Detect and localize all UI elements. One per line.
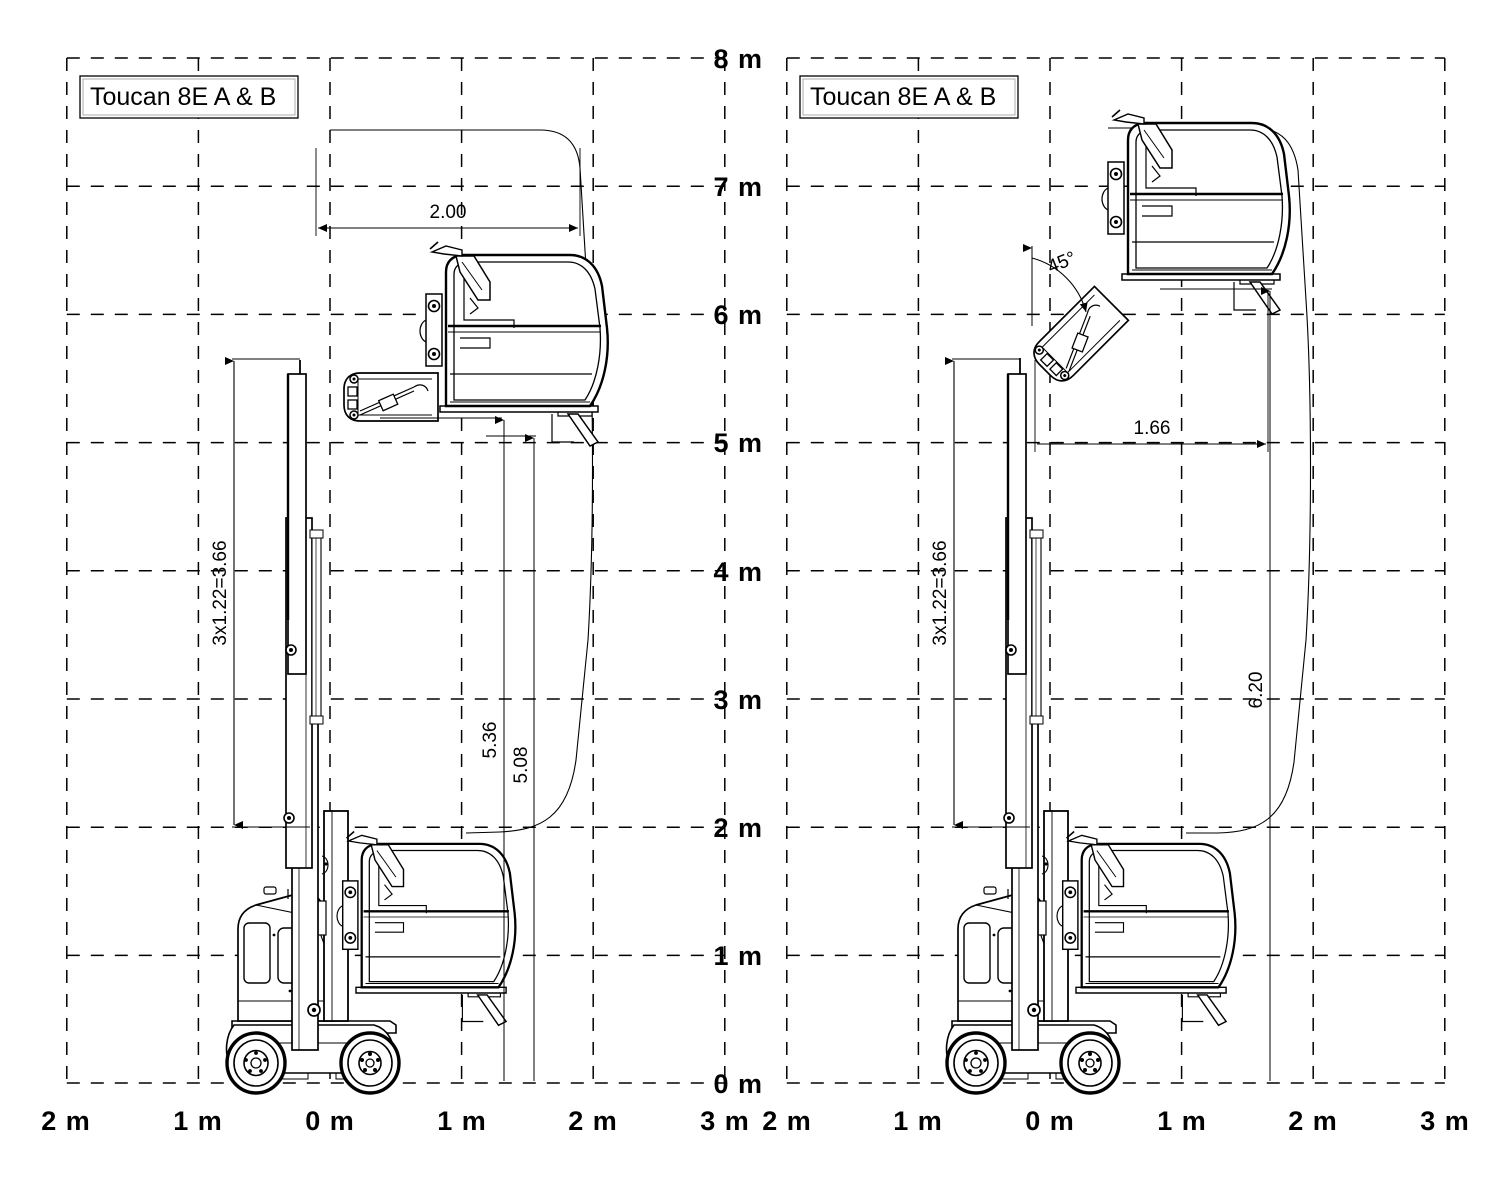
right-dim-mast: 3x1.22=3.66 bbox=[930, 357, 1030, 829]
left-title-label: Toucan 8E A & B bbox=[90, 83, 276, 111]
y-label-4m: 4 m bbox=[713, 557, 763, 587]
y-label-2m: 2 m bbox=[713, 813, 763, 843]
left-x-label-p1: 1 m bbox=[437, 1106, 487, 1136]
right-title-label: Toucan 8E A & B bbox=[810, 83, 996, 111]
left-title-box: Toucan 8E A & B bbox=[79, 75, 299, 119]
left-x-label-p2: 2 m bbox=[568, 1106, 618, 1136]
left-x-label-m1: 1 m bbox=[173, 1106, 223, 1136]
right-x-label-0: 0 m bbox=[1025, 1106, 1075, 1136]
y-label-3m: 3 m bbox=[713, 685, 763, 715]
left-dim-5-36: 5.36 bbox=[380, 416, 505, 1081]
left-working-envelope bbox=[330, 129, 594, 834]
left-x-label-0: 0 m bbox=[305, 1106, 355, 1136]
right-x-axis-labels: 2 m 1 m 0 m 1 m 2 m 3 m bbox=[762, 1106, 1470, 1136]
y-label-6m: 6 m bbox=[713, 300, 763, 330]
right-dim-1-66: 1.66 bbox=[1034, 290, 1269, 452]
left-dim-5-36-label: 5.36 bbox=[480, 722, 501, 759]
left-panel: 2.00 3x1.22=3.66 5.36 5.08 Toucan 8E A &… bbox=[41, 44, 763, 1136]
right-mast-extended bbox=[1003, 358, 1049, 1051]
left-dim-5-08: 5.08 bbox=[486, 434, 536, 1081]
right-x-label-m2: 2 m bbox=[762, 1106, 812, 1136]
right-x-label-p3: 3 m bbox=[1420, 1106, 1470, 1136]
right-dim-mast-label: 3x1.22=3.66 bbox=[930, 540, 951, 645]
left-x-label-p3: 3 m bbox=[700, 1106, 750, 1136]
y-label-1m: 1 m bbox=[713, 941, 763, 971]
left-dim-mast: 3x1.22=3.66 bbox=[210, 357, 310, 829]
left-dim-mast-label: 3x1.22=3.66 bbox=[210, 540, 231, 645]
left-mast-extended bbox=[283, 360, 329, 1051]
y-label-8m: 8 m bbox=[713, 44, 763, 74]
left-y-axis-labels: 8 m 7 m 6 m 5 m 4 m 3 m 2 m 1 m 0 m bbox=[713, 44, 763, 1099]
right-x-label-m1: 1 m bbox=[893, 1106, 943, 1136]
left-dim-2-00: 2.00 bbox=[315, 148, 581, 236]
right-x-label-p1: 1 m bbox=[1157, 1106, 1207, 1136]
right-panel: 45° 3x1.22=3.66 1.66 6.20 Toucan 8E A & … bbox=[762, 57, 1470, 1136]
left-dim-5-08-label: 5.08 bbox=[511, 747, 532, 784]
left-dim-2-00-label: 2.00 bbox=[430, 202, 467, 223]
y-label-5m: 5 m bbox=[713, 428, 763, 458]
left-jib-assembly bbox=[343, 372, 439, 422]
right-dim-6-20-label: 6.20 bbox=[1246, 672, 1267, 709]
right-title-box: Toucan 8E A & B bbox=[799, 75, 1019, 119]
y-label-7m: 7 m bbox=[713, 172, 763, 202]
right-dim-6-20: 6.20 bbox=[1160, 287, 1272, 1081]
left-x-label-m2: 2 m bbox=[41, 1106, 91, 1136]
right-x-label-p2: 2 m bbox=[1288, 1106, 1338, 1136]
right-dim-1-66-label: 1.66 bbox=[1134, 418, 1171, 439]
left-x-axis-labels: 2 m 1 m 0 m 1 m 2 m 3 m bbox=[41, 1106, 750, 1136]
y-label-0m: 0 m bbox=[713, 1069, 763, 1099]
